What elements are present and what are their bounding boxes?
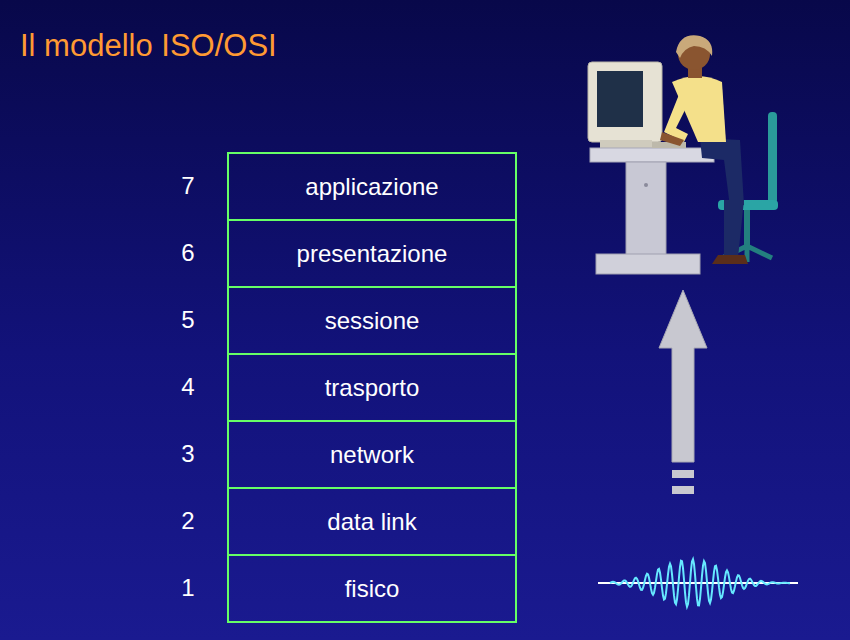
- layer-number: 3: [173, 440, 203, 468]
- upward-arrow: [659, 290, 707, 494]
- layer-box: presentazione: [227, 219, 517, 288]
- layer-number: 2: [173, 507, 203, 535]
- layer-number: 5: [173, 306, 203, 334]
- layer-box: fisico: [227, 554, 517, 623]
- layer-name: sessione: [325, 307, 420, 335]
- layer-box: data link: [227, 487, 517, 556]
- layer-box: sessione: [227, 286, 517, 355]
- person-at-computer: [588, 35, 778, 274]
- layer-number: 7: [173, 172, 203, 200]
- layer-number: 1: [173, 574, 203, 602]
- layer-name: trasporto: [325, 374, 420, 402]
- layer-box: applicazione: [227, 152, 517, 221]
- layer-name: data link: [327, 508, 416, 536]
- signal-wave: [598, 559, 798, 607]
- layer-box: trasporto: [227, 353, 517, 422]
- layer-name: applicazione: [305, 173, 438, 201]
- layer-name: fisico: [345, 575, 400, 603]
- layer-name: presentazione: [297, 240, 448, 268]
- layer-name: network: [330, 441, 414, 469]
- slide-title: Il modello ISO/OSI: [20, 28, 277, 64]
- layer-number: 4: [173, 373, 203, 401]
- layer-number: 6: [173, 239, 203, 267]
- layer-box: network: [227, 420, 517, 489]
